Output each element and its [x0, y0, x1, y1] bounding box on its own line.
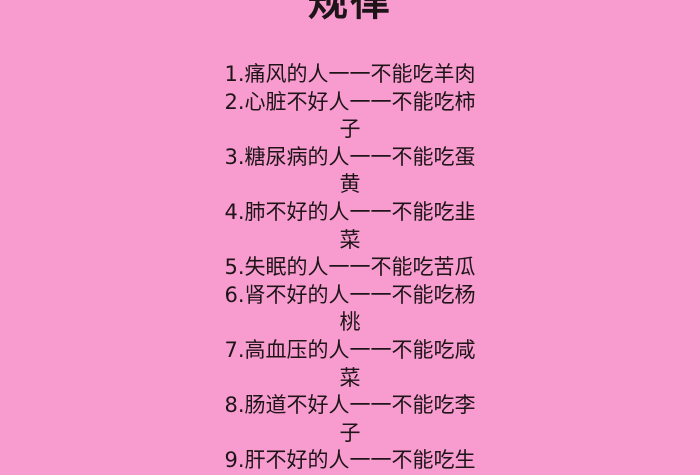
- list-item-continuation: 黄: [339, 172, 361, 197]
- list-item: 8.肠道不好人一一不能吃李: [224, 393, 476, 418]
- list-item: 2.心脏不好人一一不能吃柿: [224, 89, 476, 114]
- list-item-continuation: 菜: [339, 227, 361, 252]
- list-item: 6.肾不好的人一一不能吃杨: [224, 282, 476, 307]
- list-item: 7.高血压的人一一不能吃咸: [224, 337, 476, 362]
- list-item-continuation: 桃: [339, 310, 361, 335]
- list-item-continuation: 菜: [339, 365, 361, 390]
- list-item: 9.肝不好的人一一不能吃生: [224, 448, 476, 473]
- page-title: 规律: [308, 0, 392, 25]
- list-item: 3.糖尿病的人一一不能吃蛋: [224, 144, 476, 169]
- list-item: 4.肺不好的人一一不能吃韭: [224, 199, 476, 224]
- list-item: 1.痛风的人一一不能吃羊肉: [224, 62, 476, 86]
- list-item: 5.失眠的人一一不能吃苦瓜: [224, 255, 476, 280]
- list-item-continuation: 子: [339, 420, 361, 445]
- list-item-continuation: 子: [339, 117, 361, 142]
